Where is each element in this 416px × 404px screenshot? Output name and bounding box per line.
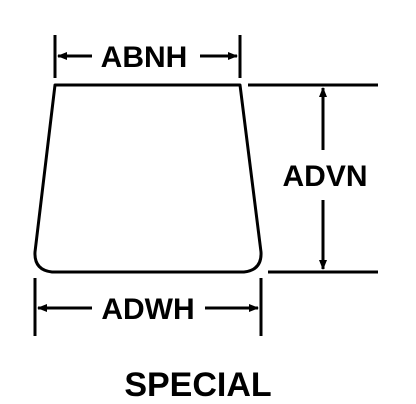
tapered-shape-outline	[33, 83, 263, 274]
bottom-width-dimension: ADWH	[33, 278, 263, 336]
height-label: ADVN	[282, 160, 367, 193]
top-width-label: ABNH	[101, 41, 188, 74]
height-dimension: ADVN	[248, 83, 378, 274]
bottom-width-label: ADWH	[101, 293, 194, 326]
top-width-dimension: ABNH	[53, 35, 242, 78]
shape-title: SPECIAL	[124, 366, 271, 404]
